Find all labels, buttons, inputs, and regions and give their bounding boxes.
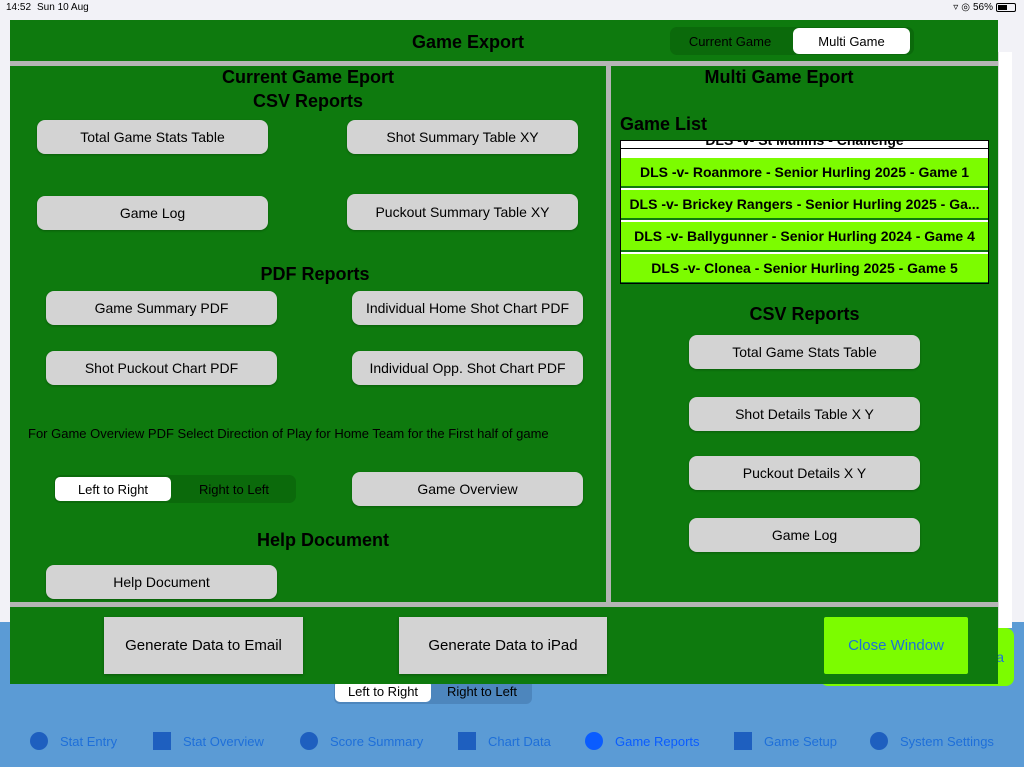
multi-shot-details-button[interactable]: Shot Details Table X Y [689, 397, 920, 431]
list-item[interactable]: DLS -v- Brickey Rangers - Senior Hurling… [621, 190, 988, 220]
battery-percent: 56% [972, 2, 993, 13]
square-icon [734, 732, 752, 750]
home-shot-chart-pdf-button[interactable]: Individual Home Shot Chart PDF [352, 291, 583, 325]
shot-puckout-chart-pdf-button[interactable]: Shot Puckout Chart PDF [46, 351, 277, 385]
left-to-right-option[interactable]: Left to Right [55, 477, 171, 501]
list-item[interactable]: DLS -v- Ballygunner - Senior Hurling 202… [621, 222, 988, 252]
game-list-heading: Game List [620, 114, 708, 134]
wifi-icon: ▿ [953, 2, 959, 13]
divider-top [10, 61, 998, 66]
help-document-button[interactable]: Help Document [46, 565, 277, 599]
battery-icon [996, 3, 1016, 12]
tab-current-game[interactable]: Current Game [688, 33, 772, 49]
list-item[interactable]: DLS -v- Roanmore - Senior Hurling 2025 -… [621, 158, 988, 188]
shot-summary-button[interactable]: Shot Summary Table XY [347, 120, 578, 154]
tab-game-reports[interactable]: Game Reports [585, 732, 700, 750]
tab-stat-overview[interactable]: Stat Overview [153, 732, 264, 750]
multi-game-log-button[interactable]: Game Log [689, 518, 920, 552]
underlying-right-to-left[interactable]: Right to Left [446, 683, 518, 699]
tab-chart-data[interactable]: Chart Data [458, 732, 551, 750]
multi-puckout-details-button[interactable]: Puckout Details X Y [689, 456, 920, 490]
direction-toggle[interactable]: Left to Right Right to Left [54, 475, 296, 503]
sheet-backdrop-edge [998, 52, 1012, 628]
direction-note: For Game Overview PDF Select Direction o… [28, 426, 549, 441]
multi-csv-reports-heading: CSV Reports [749, 304, 860, 324]
divider-vertical [606, 66, 611, 602]
game-log-button[interactable]: Game Log [37, 196, 268, 230]
game-overview-button[interactable]: Game Overview [352, 472, 583, 506]
list-item[interactable]: DLS -v- Clonea - Senior Hurling 2025 - G… [621, 254, 988, 283]
list-item[interactable]: DLS -v- St Mullins - Challenge [621, 141, 988, 149]
game-list[interactable]: DLS -v- St Mullins - Challenge DLS -v- R… [620, 140, 989, 284]
tab-game-setup[interactable]: Game Setup [734, 732, 837, 750]
opp-shot-chart-pdf-button[interactable]: Individual Opp. Shot Chart PDF [352, 351, 583, 385]
status-date: Sun 10 Aug [37, 2, 89, 13]
puckout-summary-button[interactable]: Puckout Summary Table XY [347, 194, 578, 230]
tab-multi-game[interactable]: Multi Game [793, 28, 910, 54]
right-to-left-option[interactable]: Right to Left [198, 481, 270, 497]
underlying-left-to-right[interactable]: Left to Right [335, 680, 431, 702]
current-game-heading: Current Game Eport [221, 67, 395, 87]
status-indicators: ▿ ◎ 56% [953, 2, 1016, 13]
pdf-reports-heading: PDF Reports [260, 264, 370, 284]
tab-bar: Stat Entry Stat Overview Score Summary C… [0, 724, 1024, 764]
circle-icon [30, 732, 48, 750]
tab-system-settings[interactable]: System Settings [870, 732, 994, 750]
generate-email-button[interactable]: Generate Data to Email [104, 617, 303, 674]
multi-game-heading: Multi Game Eport [704, 67, 854, 87]
generate-ipad-button[interactable]: Generate Data to iPad [399, 617, 607, 674]
game-summary-pdf-button[interactable]: Game Summary PDF [46, 291, 277, 325]
csv-reports-heading: CSV Reports [252, 91, 364, 111]
square-icon [458, 732, 476, 750]
circle-icon [585, 732, 603, 750]
circle-icon [300, 732, 318, 750]
circle-icon [870, 732, 888, 750]
status-bar: 14:52 Sun 10 Aug ▿ ◎ 56% [0, 0, 1024, 16]
help-document-heading: Help Document [256, 530, 389, 550]
tab-score-summary[interactable]: Score Summary [300, 732, 423, 750]
total-game-stats-button[interactable]: Total Game Stats Table [37, 120, 268, 154]
lock-rotation-icon: ◎ [961, 2, 970, 13]
multi-total-game-stats-button[interactable]: Total Game Stats Table [689, 335, 920, 369]
close-window-button[interactable]: Close Window [824, 617, 968, 674]
game-export-sheet: Game Export Current Game Multi Game Curr… [10, 20, 998, 684]
status-time: 14:52 [6, 2, 32, 13]
export-mode-toggle[interactable]: Current Game Multi Game [670, 27, 914, 55]
divider-bottom [10, 602, 998, 607]
tab-stat-entry[interactable]: Stat Entry [30, 732, 117, 750]
square-icon [153, 732, 171, 750]
sheet-title: Game Export [411, 32, 525, 52]
